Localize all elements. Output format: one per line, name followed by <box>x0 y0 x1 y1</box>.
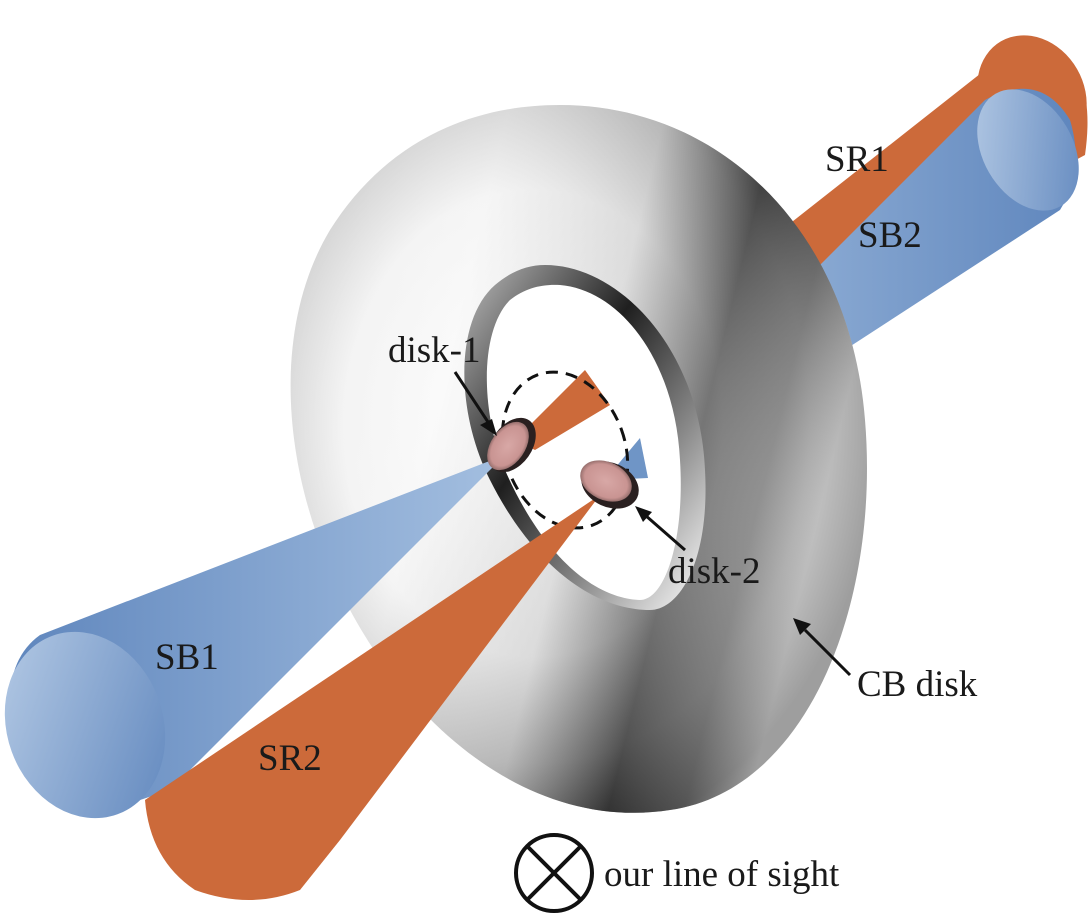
label-sb2: SB2 <box>858 215 922 256</box>
inner-red-beam <box>515 370 610 450</box>
arrow-disk-1 <box>453 371 497 436</box>
label-disk-2: disk-2 <box>668 551 761 592</box>
circled-x-icon <box>514 833 594 913</box>
disk-1 <box>487 417 536 473</box>
arrow-cb-disk <box>793 618 852 677</box>
beam-sr2 <box>145 495 600 900</box>
label-sr1: SR1 <box>825 139 889 180</box>
label-cb-disk: CB disk <box>857 664 978 705</box>
label-sb1: SB1 <box>155 637 219 678</box>
beam-sb1 <box>4 455 505 819</box>
arrow-disk-2 <box>635 506 686 552</box>
label-line-of-sight: our line of sight <box>604 854 840 895</box>
label-sr2: SR2 <box>258 738 322 779</box>
label-disk-1: disk-1 <box>388 330 481 371</box>
disk-2 <box>580 460 639 509</box>
